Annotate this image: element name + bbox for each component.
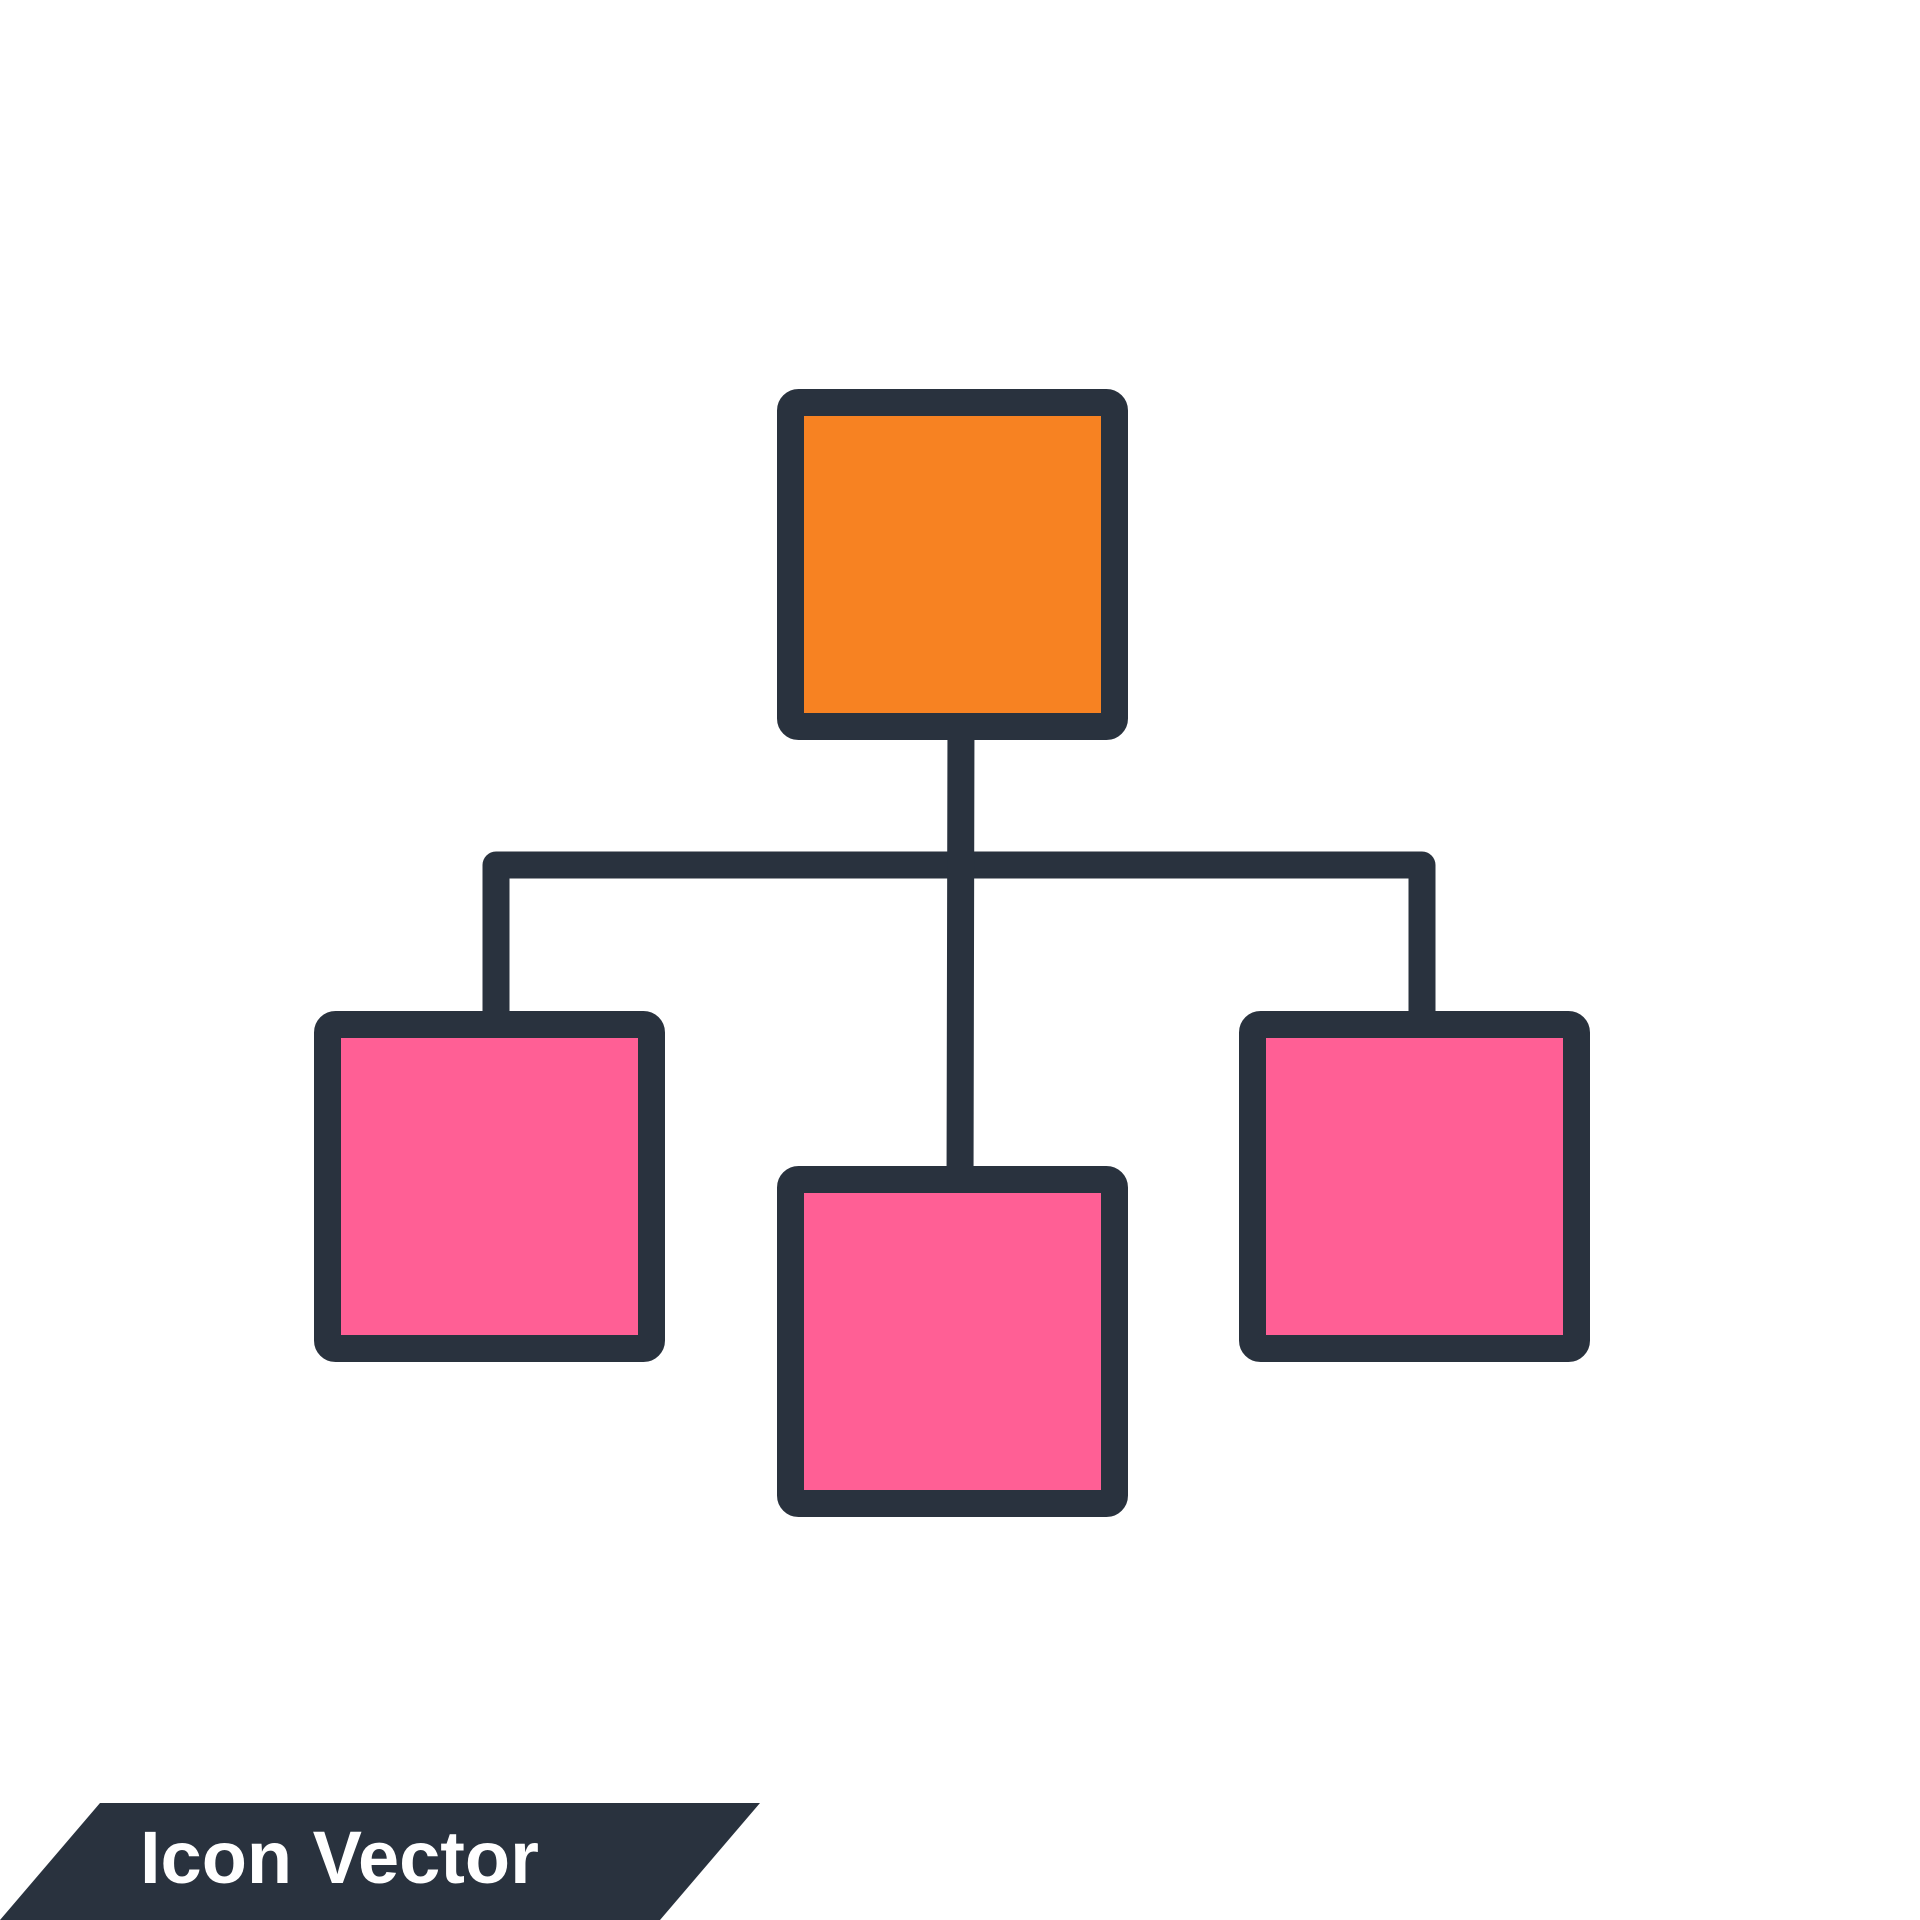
middle-node-box [777,1166,1128,1517]
node-boxes [314,389,1590,1517]
root-node-box [777,389,1128,740]
right-node-box [1239,1011,1590,1362]
banner-background [0,1803,760,1920]
banner-label: Icon Vector [140,1816,539,1899]
trunk-connector [946,699,975,1207]
connector-lines [482,699,1436,1207]
left-node-box [314,1011,665,1362]
